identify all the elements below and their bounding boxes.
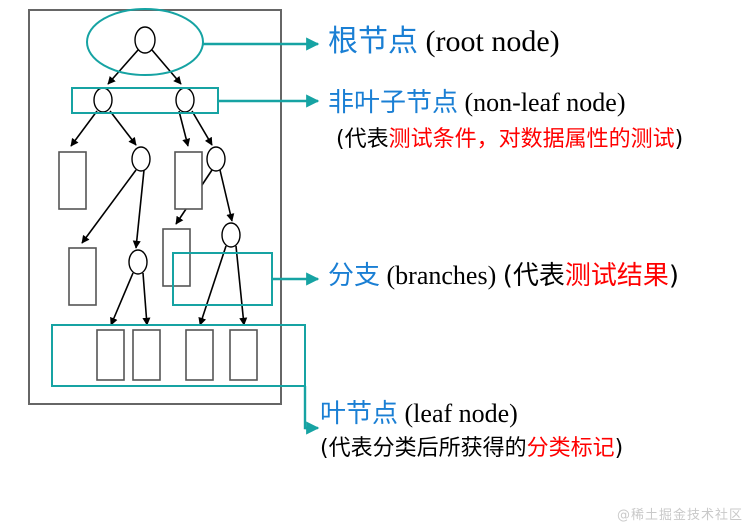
root-highlight-ellipse (86, 8, 204, 76)
tree-circle-nodes (93, 26, 241, 275)
node-r3 (68, 247, 97, 306)
internal-node-1a (93, 87, 113, 113)
leaf-highlight-box (51, 324, 306, 387)
tree-rect-nodes (58, 151, 258, 381)
internal-node-3a (128, 249, 148, 275)
watermark: @稀土掘金技术社区 (616, 508, 743, 523)
internal-node-1b (175, 87, 195, 113)
node-r2 (174, 151, 203, 210)
callout-leaders (203, 37, 320, 435)
leaf-node-3 (185, 329, 214, 381)
internal-node-2b (206, 146, 226, 172)
root-node (134, 26, 156, 54)
internal-node-3b (221, 222, 241, 248)
internal-node-2a (131, 146, 151, 172)
leaf-node-4 (229, 329, 258, 381)
leader-leaf (303, 386, 310, 430)
node-r4 (162, 228, 191, 287)
node-r1 (58, 151, 87, 210)
leaf-node-1 (96, 329, 125, 381)
leaf-node-2 (132, 329, 161, 381)
